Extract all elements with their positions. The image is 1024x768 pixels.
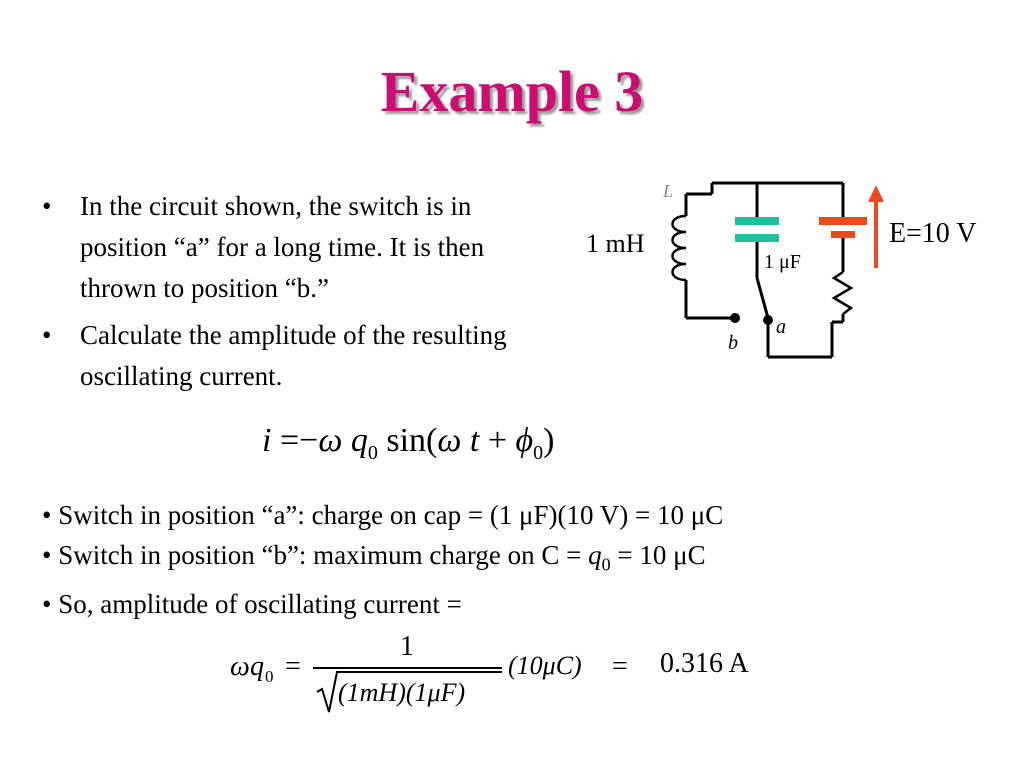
capacitor-plate-bottom [735, 234, 779, 242]
result-value: 0.316 A [660, 648, 749, 679]
current-equation: i =−ω q0 sin(ω t + ϕ0) [262, 422, 554, 465]
fact-text: • Switch in position “b”: maximum charge… [42, 540, 589, 570]
eq-plus: + [487, 422, 507, 459]
fact-item: • So, amplitude of oscillating current = [42, 584, 723, 624]
inductor-value: 1 mH [586, 229, 645, 258]
battery-plate-short [831, 231, 855, 238]
sqrt-sign [316, 671, 502, 713]
formula-sub: 0 [265, 667, 274, 686]
capacitor-plate-top [735, 217, 779, 225]
formula-factor: (10μC) [508, 651, 582, 680]
bullet-item: • In the circuit shown, the switch is in… [42, 186, 542, 309]
fact-var: q [588, 540, 602, 570]
formula-equals: = [285, 651, 301, 682]
eq-omega: ω [318, 422, 343, 459]
battery-plate-long [819, 217, 867, 225]
switch-label-b: b [728, 332, 738, 354]
switch-blade [755, 277, 770, 319]
fact-sub: 0 [601, 554, 611, 575]
facts-list: • Switch in position “a”: charge on cap … [42, 495, 723, 624]
eq-equals: = [279, 422, 300, 459]
bullet-item: • Calculate the amplitude of the resulti… [42, 315, 542, 397]
formula-denominator: (1mH)(1μF) [338, 678, 465, 707]
capacitor-value: 1 μF [764, 251, 801, 273]
fact-item: • Switch in position “b”: maximum charge… [42, 535, 723, 584]
bullet-dot: • [42, 320, 52, 350]
eq-q: q [350, 422, 368, 459]
formula-equals2: = [612, 651, 628, 682]
formula-numerator: 1 [400, 631, 414, 662]
inductor-coil [671, 214, 687, 282]
eq-i: i [262, 422, 272, 459]
fact-text: • Switch in position “a”: charge on cap … [42, 500, 724, 530]
eq-sub: 0 [367, 441, 378, 464]
eq-minus: − [299, 422, 319, 459]
formula-q: q [250, 651, 264, 682]
eq-sin: sin( [386, 422, 438, 459]
formula-omega: ω [230, 651, 250, 682]
terminal-a [763, 315, 773, 325]
eq-phi: ϕ [515, 422, 534, 459]
fact-text: • So, amplitude of oscillating current = [42, 589, 462, 620]
bullet-dot: • [42, 191, 52, 221]
terminal-b [730, 313, 740, 323]
resistor [831, 270, 854, 315]
slide-title: Example 3 [380, 59, 644, 124]
fact-suffix: = 10 μC [610, 540, 706, 570]
emf-symbol: E [889, 218, 906, 249]
eq-omega2: ω [437, 422, 462, 459]
fact-item: • Switch in position “a”: charge on cap … [42, 495, 723, 535]
eq-sub2: 0 [533, 441, 544, 464]
bullet-text: In the circuit shown, the switch is in p… [80, 191, 485, 303]
emf-value: =10 V [906, 218, 977, 249]
eq-t: t [469, 422, 480, 459]
inductor-letter: L [662, 181, 673, 201]
switch-label-a: a [776, 316, 786, 338]
bullet-list: • In the circuit shown, the switch is in… [42, 186, 542, 403]
eq-close: ) [543, 422, 555, 459]
emf-arrow-head [868, 185, 884, 202]
bullet-text: Calculate the amplitude of the resulting… [80, 320, 507, 391]
